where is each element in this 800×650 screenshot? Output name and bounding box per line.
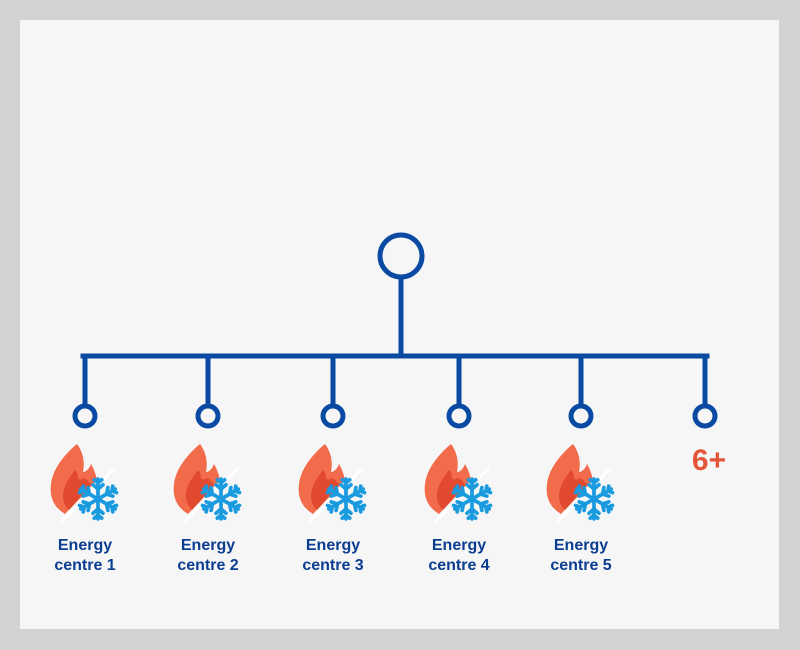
flame-snowflake-icon xyxy=(173,444,242,524)
branch-node-5 xyxy=(568,403,594,429)
energy-centre-3: Energy centre 3 xyxy=(283,440,383,576)
hub-node xyxy=(377,232,425,280)
branch-node-6 xyxy=(692,403,718,429)
flame-snowflake-icon xyxy=(50,444,119,524)
branch-node-2 xyxy=(195,403,221,429)
energy-centre-2: Energy centre 2 xyxy=(158,440,258,576)
flame-snowflake-icon xyxy=(298,444,367,524)
energy-centre-label: Energy centre 5 xyxy=(550,537,612,574)
flame-snowflake-icon xyxy=(546,444,615,524)
energy-centre-label: Energy centre 4 xyxy=(428,537,490,574)
more-centres-label: 6+ xyxy=(691,444,727,477)
energy-centre-label: Energy centre 3 xyxy=(302,537,364,574)
branch-node-3 xyxy=(320,403,346,429)
energy-centre-4: Energy centre 4 xyxy=(409,440,509,576)
branch-node-1 xyxy=(72,403,98,429)
energy-centre-5: Energy centre 5 xyxy=(531,440,631,576)
flame-snowflake-icon xyxy=(424,444,493,524)
energy-centre-label: Energy centre 1 xyxy=(54,537,116,574)
energy-centre-1: Energy centre 1 xyxy=(35,440,135,576)
branch-node-4 xyxy=(446,403,472,429)
energy-centre-label: Energy centre 2 xyxy=(177,537,239,574)
